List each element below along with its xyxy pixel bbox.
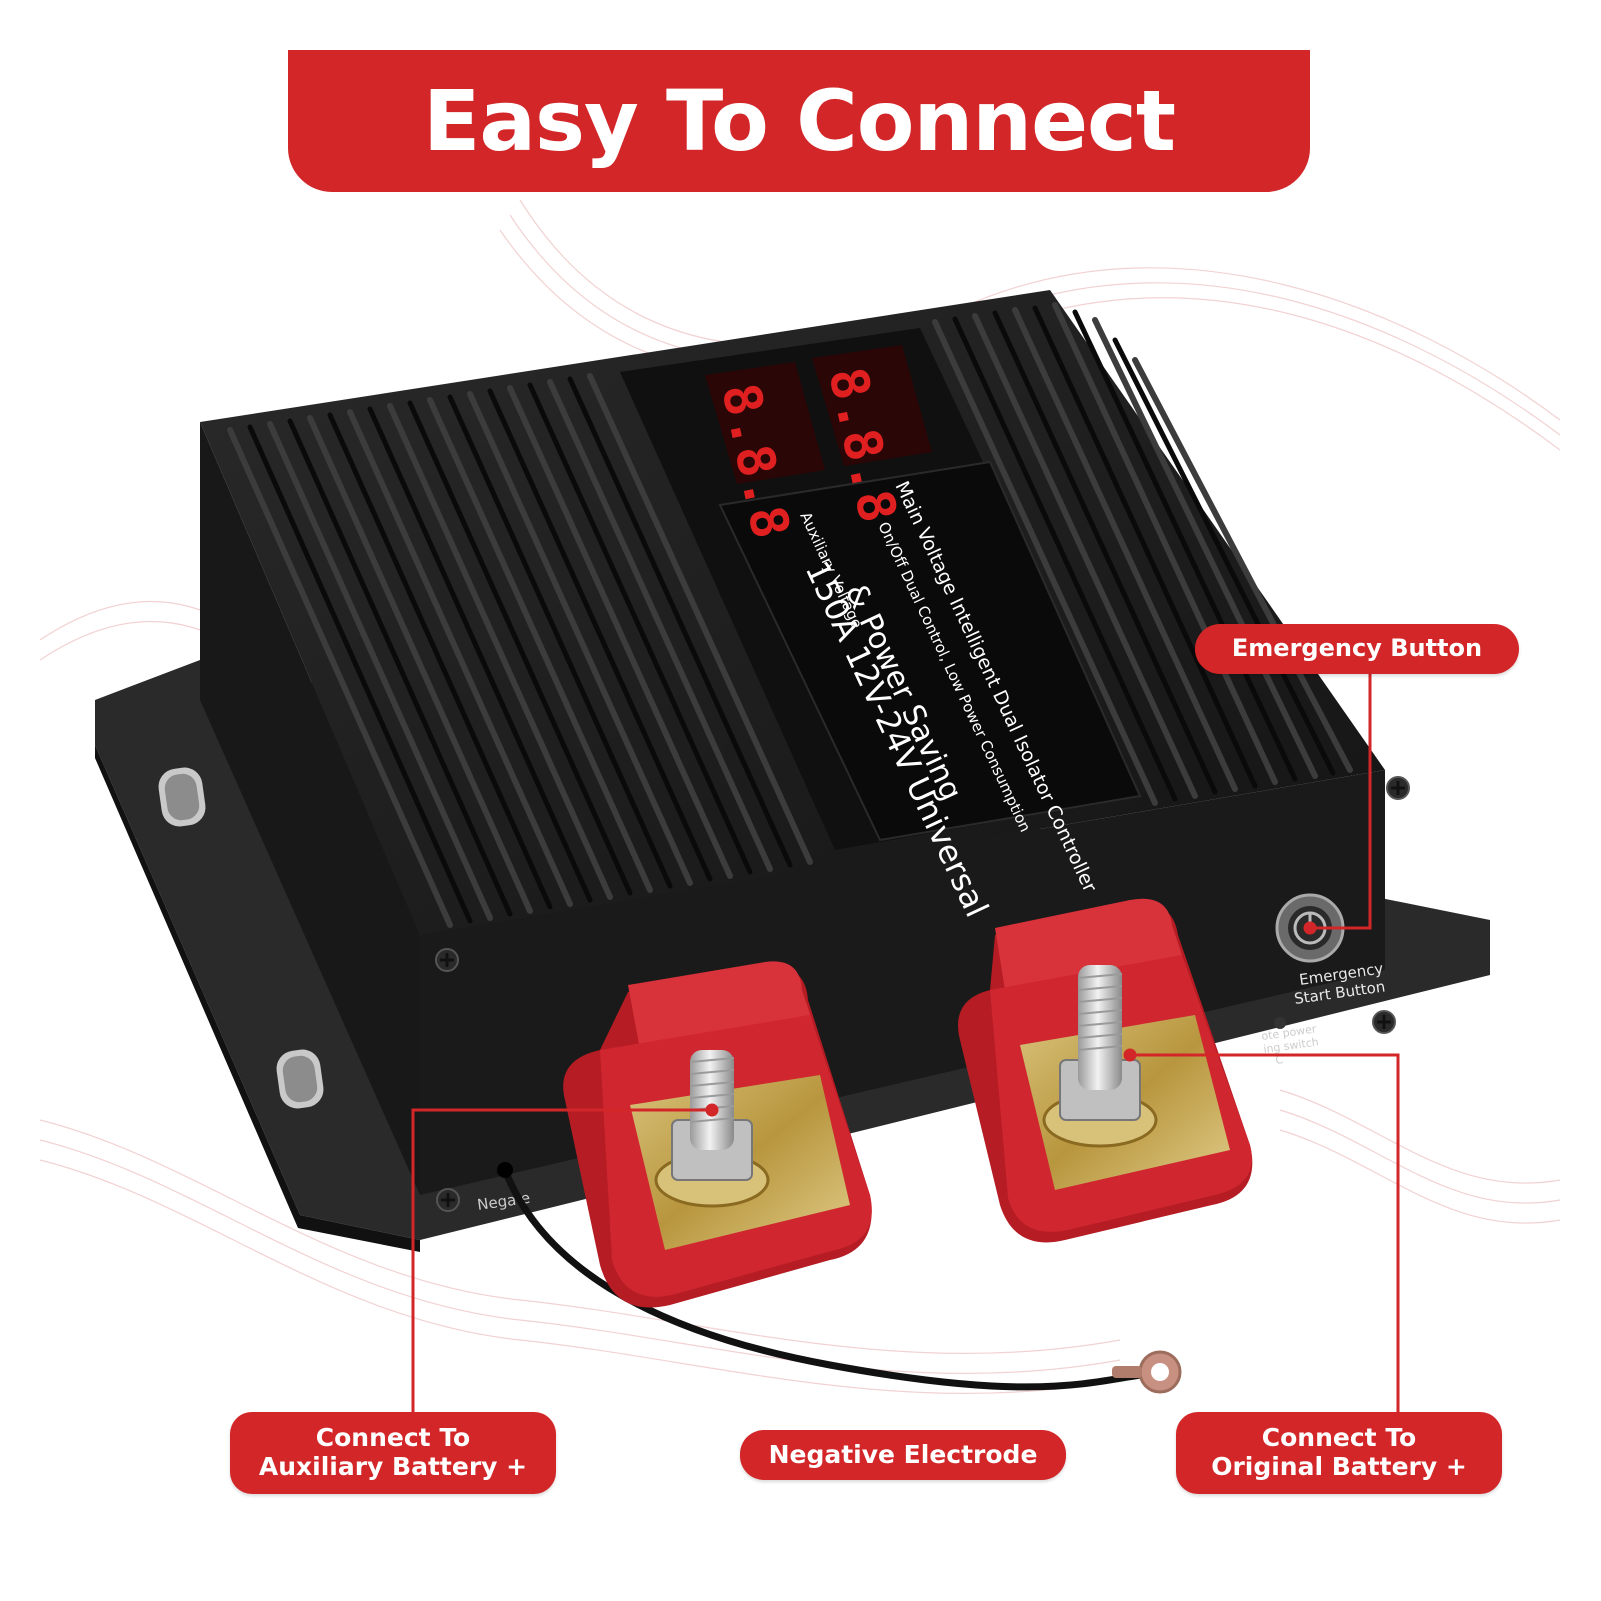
- callout-original-battery: Connect To Original Battery +: [1176, 1412, 1502, 1494]
- callout-label-line2: Original Battery +: [1211, 1452, 1467, 1481]
- screw: [436, 1188, 460, 1212]
- heat-sink-fins: [227, 302, 1353, 928]
- callout-leader-lines: [411, 648, 1400, 1412]
- original-terminal[interactable]: [958, 898, 1253, 1243]
- callout-label-line1: Connect To: [315, 1423, 471, 1453]
- callout-negative-electrode: Negative Electrode: [740, 1430, 1066, 1480]
- callout-label-line1: Connect To: [1261, 1423, 1417, 1453]
- remote-switch-label: C: [1275, 1053, 1285, 1067]
- title-banner: Easy To Connect: [288, 50, 1310, 192]
- negative-cable: [501, 1166, 1144, 1391]
- screw: [1386, 776, 1410, 800]
- callout-label: Emergency Button: [1231, 634, 1483, 663]
- callout-label: Negative Electrode: [768, 1439, 1038, 1469]
- voltage-display-left: 8.8.8: [705, 362, 825, 544]
- auxiliary-terminal[interactable]: [563, 961, 872, 1308]
- screw: [435, 948, 459, 972]
- callout-auxiliary-battery: Connect To Auxiliary Battery +: [230, 1412, 556, 1494]
- callout-emergency-button: Emergency Button: [1195, 624, 1519, 674]
- callout-label-line2: Auxiliary Battery +: [258, 1452, 528, 1481]
- page-title: Easy To Connect: [422, 72, 1176, 170]
- screw: [1372, 1010, 1396, 1034]
- voltage-display-right: 8.8.8: [812, 345, 932, 528]
- ring-terminal: [1112, 1350, 1182, 1394]
